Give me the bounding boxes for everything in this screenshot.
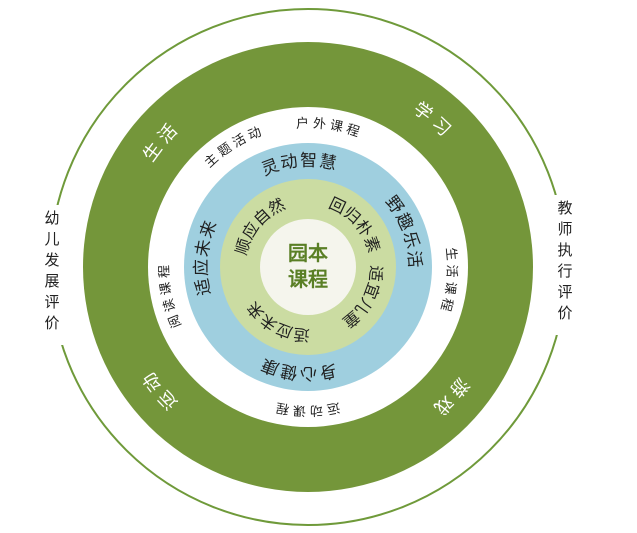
side-label-char: 儿: [44, 230, 60, 248]
white-band-label-4-char: 程: [157, 265, 172, 278]
blue-band-label-4-char: 应: [192, 259, 212, 276]
side-label-char: 发: [44, 251, 60, 269]
blue-band-label-1-char: 慧: [318, 151, 338, 174]
white-band-label-1: 户外课程: [296, 115, 362, 140]
white-band-label-1-char: 程: [344, 122, 361, 140]
blue-band-label-3-char: 身: [318, 360, 338, 383]
side-label-char: 幼: [44, 209, 60, 227]
side-label-char: 评: [44, 293, 60, 311]
white-band-label-3-char: 运: [326, 399, 341, 416]
side-label-char: 评: [557, 283, 573, 301]
blue-band-label-1-char: 灵: [259, 156, 282, 181]
blue-band-label-1-char: 智: [300, 151, 317, 171]
blue-band-label-2-char: 活: [403, 250, 424, 268]
white-band-label-4-char: 读: [161, 297, 179, 314]
blue-band-label-4-char: 适: [192, 277, 215, 297]
center-title-line-1: 园本: [288, 241, 328, 265]
side-label-char: 教: [557, 199, 573, 217]
white-band-label-4-char: 课: [158, 281, 175, 296]
blue-band-label-4-char: 未: [192, 238, 215, 258]
left-side-label: 幼儿发展评价: [40, 208, 64, 334]
white-band-label-4-char: 阅: [166, 312, 185, 330]
inner-band-label-3-char: 适: [293, 324, 311, 344]
white-band-label-5-char: 活: [230, 132, 249, 151]
side-label-char: 价: [557, 304, 573, 322]
white-band-label-2-char: 程: [437, 296, 455, 312]
left-label-gap: [36, 205, 70, 345]
center-disc: [260, 219, 356, 315]
side-label-char: 价: [44, 314, 60, 332]
white-band-label-5-char: 动: [246, 125, 264, 144]
white-band-label-1-char: 课: [328, 118, 344, 135]
right-side-label: 教师执行评价: [553, 198, 577, 324]
inner-band-label-2-char: 宜: [360, 280, 383, 302]
white-band-label-1-char: 户: [296, 115, 310, 131]
side-label-char: 师: [557, 220, 573, 238]
center-title-line-2: 课程: [288, 267, 328, 291]
white-band-label-2-char: 活: [443, 264, 458, 277]
blue-band-label-1-char: 动: [279, 151, 299, 174]
inner-band-label-1-char: 回: [326, 194, 349, 218]
white-band-label-3-char: 课: [293, 402, 307, 418]
inner-band-label-1-char: 素: [360, 234, 383, 255]
side-label-char: 执: [557, 241, 573, 259]
inner-band-label-3-char: 应: [273, 319, 295, 342]
blue-band-label-1: 灵动智慧: [259, 151, 338, 180]
side-label-char: 行: [557, 262, 573, 280]
right-label-gap: [548, 195, 582, 335]
blue-band-label-2-char: 乐: [399, 229, 423, 251]
white-band-label-3-char: 动: [310, 402, 324, 418]
inner-band-label-2-char: 适: [365, 265, 385, 283]
blue-band-label-3-char: 心: [300, 363, 317, 383]
white-band-label-2-char: 生: [442, 247, 458, 261]
blue-band-label-3-char: 康: [259, 354, 282, 379]
side-label-char: 展: [44, 272, 60, 290]
blue-band-label-3-char: 健: [279, 360, 299, 383]
blue-band-label-4-char: 来: [197, 218, 222, 241]
white-band-label-2-char: 课: [441, 280, 458, 295]
white-band-label-1-char: 外: [312, 117, 326, 133]
white-band-label-3-char: 程: [275, 399, 290, 416]
inner-band-label-4-char: 顺: [232, 236, 255, 257]
blue-band-label-2-char: 趣: [391, 210, 416, 234]
inner-band-label-4-char: 然: [265, 195, 288, 219]
